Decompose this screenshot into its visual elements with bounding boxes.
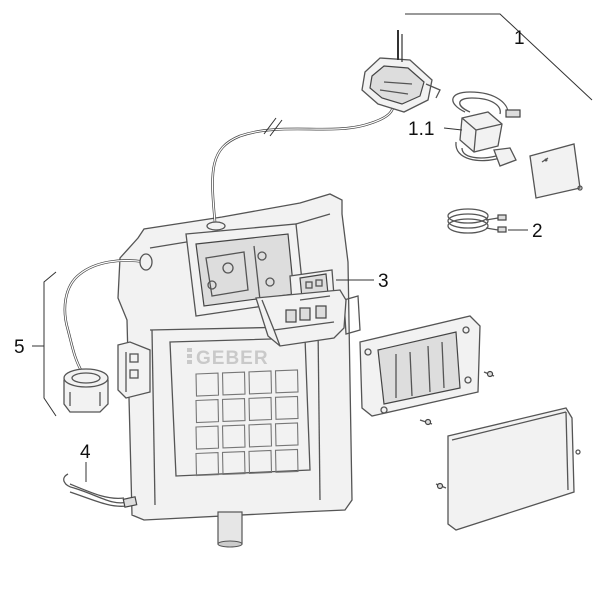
cover-plate <box>529 143 583 199</box>
grid-square <box>274 448 299 473</box>
grid-square <box>248 370 273 395</box>
grid-square <box>248 396 273 421</box>
callout-label-5: 5 <box>14 337 25 358</box>
actuator-mounting-frame <box>359 315 481 417</box>
frame-grid <box>195 369 299 477</box>
side-bracket <box>117 341 151 399</box>
power-cable <box>206 98 395 231</box>
grid-square <box>274 395 299 420</box>
grid-square <box>221 397 246 423</box>
callout-label-2: 2 <box>532 221 543 242</box>
electrical-box <box>63 253 153 413</box>
grid-square <box>221 424 246 449</box>
grid-square <box>195 452 220 477</box>
brand-text: GEBER <box>196 348 269 369</box>
callout-label-3: 3 <box>378 271 389 292</box>
callout-5: 5 <box>14 271 57 417</box>
grid-square <box>195 372 220 397</box>
plug-cable <box>63 473 138 508</box>
grid-square <box>248 449 273 474</box>
actuator-plate <box>435 407 581 531</box>
grid-square <box>195 425 220 450</box>
brand-logo: GEBER <box>187 348 269 369</box>
grid-square <box>221 450 246 476</box>
control-module <box>255 269 347 347</box>
screw <box>419 370 495 426</box>
callout-3: 3 <box>336 271 389 292</box>
junction-box <box>361 30 441 113</box>
grid-square <box>195 399 220 424</box>
grid-square <box>274 422 299 447</box>
callout-1: 1 <box>405 13 593 101</box>
inspection-opening <box>185 223 305 317</box>
callout-label-1-1: 1.1 <box>408 119 434 140</box>
coiled-cable <box>447 208 507 234</box>
grid-square <box>274 369 299 394</box>
brand-panel: GEBER <box>169 337 311 477</box>
callout-label-4: 4 <box>80 442 91 463</box>
grid-square <box>248 423 273 448</box>
callout-label-1: 1 <box>514 28 525 49</box>
sensor-unit <box>452 91 521 167</box>
grid-square <box>221 371 246 396</box>
callout-2: 2 <box>508 221 543 242</box>
callout-1-1: 1.1 <box>408 119 463 140</box>
callout-4: 4 <box>80 442 91 482</box>
